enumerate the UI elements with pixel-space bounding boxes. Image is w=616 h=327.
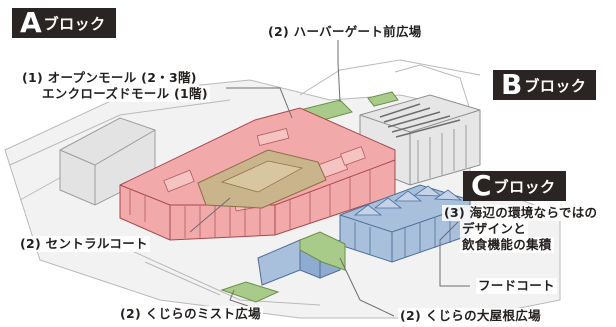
c-block-buildings xyxy=(257,184,471,286)
central-court-inner xyxy=(220,160,304,193)
block-a-badge: A ブロック xyxy=(12,8,116,38)
harbor-gate-label: (2) ハーバーゲート前広場 xyxy=(266,24,424,40)
open-mall-label-line2: エンクローズドモール (1階) xyxy=(40,86,210,102)
block-c-suffix: ブロック xyxy=(493,177,556,196)
central-court-label: (2) セントラルコート xyxy=(18,236,150,252)
block-c-badge: C ブロック xyxy=(463,171,566,201)
harbor-gate-plaza-small xyxy=(367,91,399,107)
leader-lines xyxy=(189,40,470,317)
food-court-label: フードコート xyxy=(476,278,557,294)
seaside-label-line2: デザインと xyxy=(460,221,529,237)
block-b-suffix: ブロック xyxy=(524,76,587,95)
seaside-label-line3: 飲食機能の集積 xyxy=(460,237,554,253)
whale-roof-plaza xyxy=(299,231,346,271)
whale-mist-label: (2) くじらのミスト広場 xyxy=(118,306,263,322)
block-a-letter: A xyxy=(20,6,42,39)
open-mall-label-line1: (1) オープンモール (2・3階) xyxy=(20,70,199,86)
block-a-suffix: ブロック xyxy=(43,14,106,33)
whale-mist-plaza xyxy=(220,281,280,303)
whale-roof-label: (2) くじらの大屋根広場 xyxy=(398,308,543,324)
block-c-letter: C xyxy=(471,169,492,202)
block-b-letter: B xyxy=(501,68,523,101)
block-b-badge: B ブロック xyxy=(493,68,597,101)
seaside-label-line1: (3) 海辺の環境ならではの xyxy=(442,205,600,221)
